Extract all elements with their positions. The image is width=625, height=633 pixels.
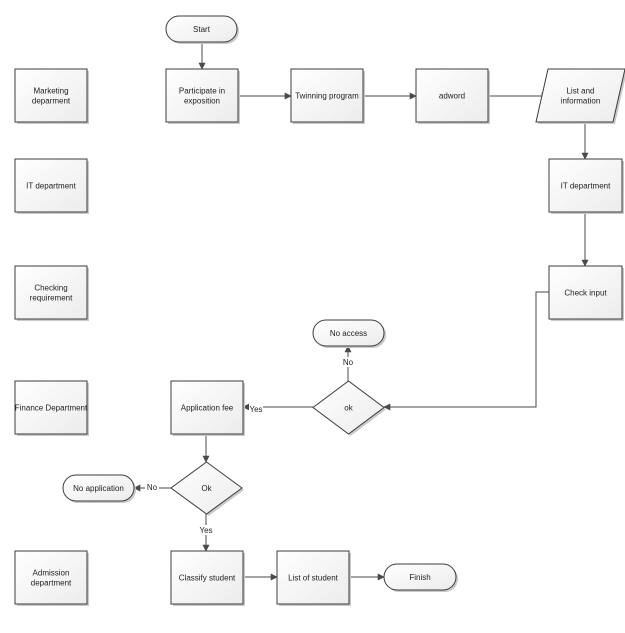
node-classify-label-line: Classify student xyxy=(179,574,236,583)
lane-it-shape xyxy=(14,158,88,213)
node-adword-shape xyxy=(415,68,489,123)
node-list-student: List of student xyxy=(276,550,351,606)
node-ok2-decision-label-line: Ok xyxy=(201,484,212,493)
node-ok-decision-shape xyxy=(312,380,385,435)
node-no-access-shape xyxy=(312,319,385,347)
lane-checking-shape xyxy=(14,265,88,320)
node-ok2-decision: Ok xyxy=(170,461,244,516)
node-no-application: No application xyxy=(62,474,136,503)
node-ok-decision-label-line: ok xyxy=(344,404,353,413)
node-check-input: Check input xyxy=(548,265,624,321)
lane-marketing-label-line: Marketing xyxy=(33,87,68,96)
node-no-application-shape xyxy=(62,474,135,502)
edge-ok2-decision-to-no-application-label: No xyxy=(147,483,158,492)
node-classify-label: Classify student xyxy=(179,574,236,583)
node-ok2-decision-label: Ok xyxy=(201,484,212,493)
node-it-dept-label-line: IT department xyxy=(561,182,611,191)
lane-it: IT department xyxy=(14,158,89,214)
node-no-access: No access xyxy=(312,319,386,348)
node-check-input-shape xyxy=(548,265,623,320)
lane-it-label: IT department xyxy=(26,182,76,191)
lane-admission-label-line: Admission xyxy=(33,569,70,578)
node-list-student-label-line: List of student xyxy=(288,574,339,583)
node-participate-shape xyxy=(165,68,239,123)
node-twinning-label-line: Twinning program xyxy=(295,92,359,101)
node-finish: Finish xyxy=(383,563,458,592)
node-application-fee-label: Application fee xyxy=(181,404,234,413)
node-start-shape xyxy=(165,15,238,43)
node-ok2-decision-shape xyxy=(170,461,243,515)
lane-finance: Finance Department xyxy=(14,380,89,436)
edge-ok2-decision-to-classify-label: Yes xyxy=(199,526,212,535)
node-participate-label-line: Participate in xyxy=(179,87,225,96)
node-application-fee: Application fee xyxy=(170,380,245,436)
lane-checking-label-line: requirement xyxy=(30,294,73,303)
lane-finance-label-line: Finance Department xyxy=(15,404,88,413)
lane-checking-label-line: Checking xyxy=(34,284,67,293)
node-finish-label: Finish xyxy=(409,573,430,582)
node-list-student-shape xyxy=(276,550,350,605)
lane-marketing-label-line: deparment xyxy=(32,97,71,106)
node-ok-decision-label: ok xyxy=(344,404,353,413)
edge-ok-decision-to-application-fee-label-bg xyxy=(249,404,263,414)
lane-finance-shape xyxy=(14,380,88,435)
node-adword: adword xyxy=(415,68,490,124)
node-list-info-label-line: information xyxy=(561,97,601,106)
node-start: Start xyxy=(165,15,239,44)
edge-ok2-decision-to-no-application-label-bg xyxy=(145,482,159,492)
node-application-fee-label-line: Application fee xyxy=(181,404,234,413)
node-no-application-label-line: No application xyxy=(73,484,124,493)
node-participate-label-line: exposition xyxy=(184,97,220,106)
lane-finance-label: Finance Department xyxy=(15,404,88,413)
node-twinning-shape xyxy=(290,68,364,123)
node-start-label-line: Start xyxy=(193,25,211,34)
node-it-dept-shape xyxy=(548,158,623,213)
edge-ok-decision-to-no-access-label: No xyxy=(343,358,354,367)
node-ok-decision: ok xyxy=(312,380,386,436)
node-classify-shape xyxy=(170,550,244,605)
lane-admission-label-line: department xyxy=(31,579,72,588)
node-finish-shape xyxy=(383,563,457,591)
lane-it-label-line: IT department xyxy=(26,182,76,191)
node-list-info-label-line: List and xyxy=(566,87,594,96)
node-application-fee-shape xyxy=(170,380,244,435)
edge-check-input-to-ok-decision xyxy=(383,291,549,411)
connectors-layer xyxy=(133,42,589,581)
node-it-dept-label: IT department xyxy=(561,182,611,191)
lane-admission-shape xyxy=(14,550,88,605)
node-no-access-label-line: No access xyxy=(330,329,367,338)
node-no-application-label: No application xyxy=(73,484,124,493)
edge-ok-decision-to-application-fee-label: Yes xyxy=(249,405,262,414)
node-start-label: Start xyxy=(193,25,211,34)
edge-ok-decision-to-no-access-label-bg xyxy=(341,357,355,367)
edge-ok2-decision-to-classify-label-bg xyxy=(199,525,213,535)
node-check-input-label: Check input xyxy=(564,289,607,298)
node-it-dept: IT department xyxy=(548,158,624,214)
node-list-info-shape xyxy=(535,68,625,123)
node-twinning-label: Twinning program xyxy=(295,92,359,101)
node-no-access-label: No access xyxy=(330,329,367,338)
node-adword-label: adword xyxy=(439,92,465,101)
node-list-student-label: List of student xyxy=(288,574,339,583)
node-classify: Classify student xyxy=(170,550,245,606)
lane-marketing-shape xyxy=(14,68,88,123)
node-finish-label-line: Finish xyxy=(409,573,430,582)
node-check-input-label-line: Check input xyxy=(564,289,607,298)
node-twinning: Twinning program xyxy=(290,68,365,124)
node-adword-label-line: adword xyxy=(439,92,465,101)
